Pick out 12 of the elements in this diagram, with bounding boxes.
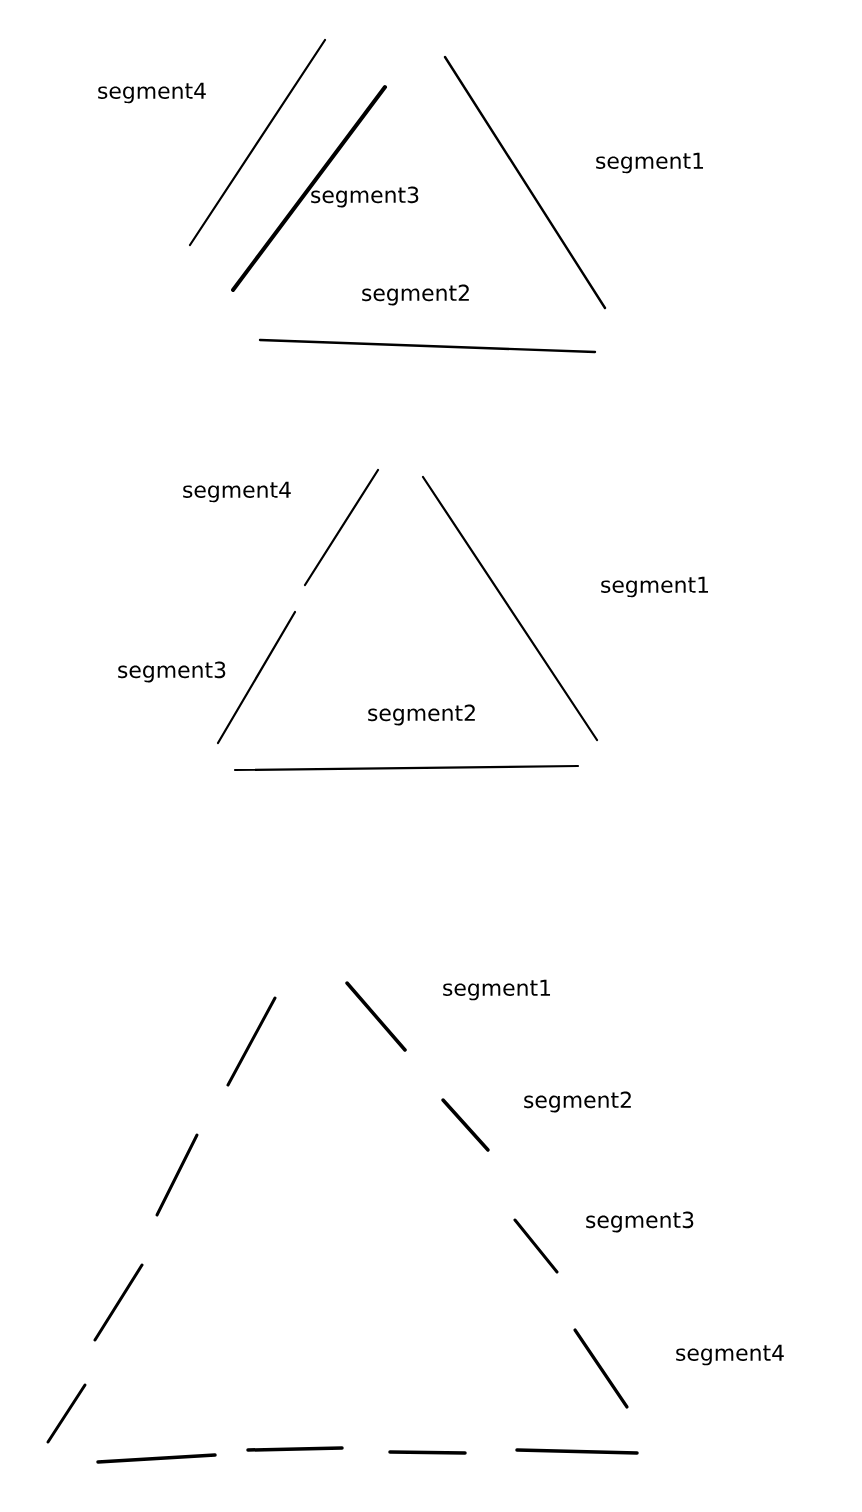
segment-label: segment2 [524,1091,631,1113]
segment-label: segment3 [311,186,419,208]
segment-label: segment2 [368,704,475,726]
segment-label: segment1 [601,576,708,598]
segment-label: segment4 [98,82,206,104]
segment-label: segment3 [586,1211,694,1233]
segment-label: segment1 [443,979,550,1001]
segment-label: segment4 [676,1344,784,1366]
segment-label: segment2 [362,284,469,306]
segment-label: segment1 [596,152,703,174]
segment-label: segment3 [118,661,226,683]
segment-label: segment4 [183,481,291,503]
